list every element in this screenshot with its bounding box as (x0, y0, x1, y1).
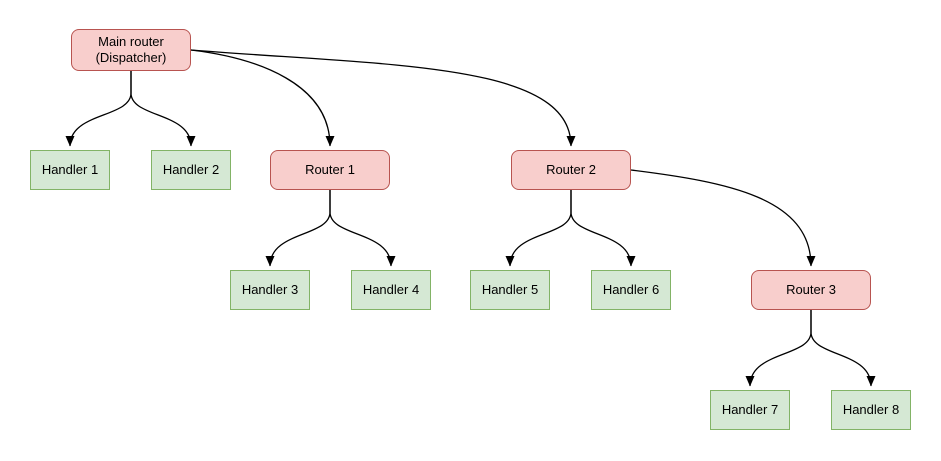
node-router-3[interactable]: Router 3 (751, 270, 871, 310)
node-router-2-label: Router 2 (546, 162, 596, 177)
node-handler-6[interactable]: Handler 6 (591, 270, 671, 310)
node-handler-4-label: Handler 4 (362, 282, 420, 297)
edge-router-3-to-handler-7 (745, 310, 812, 387)
edge-router-3-to-handler-8 (810, 310, 876, 387)
node-router-3-label: Router 3 (786, 282, 836, 297)
edge-main-router-to-handler-1 (65, 71, 132, 147)
node-handler-2-label: Handler 2 (162, 162, 220, 177)
edge-main-router-to-router-2 (190, 49, 576, 147)
edge-router-1-to-handler-3 (265, 190, 331, 267)
node-handler-6-label: Handler 6 (602, 282, 660, 297)
node-handler-8[interactable]: Handler 8 (831, 390, 911, 430)
node-handler-2[interactable]: Handler 2 (151, 150, 231, 190)
node-handler-8-label: Handler 8 (842, 402, 900, 417)
node-handler-7[interactable]: Handler 7 (710, 390, 790, 430)
node-handler-3[interactable]: Handler 3 (230, 270, 310, 310)
node-router-1-label: Router 1 (305, 162, 355, 177)
edge-router-1-to-handler-4 (329, 190, 396, 267)
node-handler-1[interactable]: Handler 1 (30, 150, 110, 190)
node-handler-3-label: Handler 3 (241, 282, 299, 297)
edge-router-2-to-handler-6 (570, 190, 636, 267)
edge-router-2-to-handler-5 (505, 190, 572, 267)
node-handler-1-label: Handler 1 (41, 162, 99, 177)
edge-main-router-to-router-1 (190, 49, 335, 147)
node-main-router[interactable]: Main router (Dispatcher) (71, 29, 191, 71)
node-router-2[interactable]: Router 2 (511, 150, 631, 190)
node-handler-4[interactable]: Handler 4 (351, 270, 431, 310)
node-handler-7-label: Handler 7 (721, 402, 779, 417)
edge-router-2-to-router-3 (630, 169, 816, 267)
node-handler-5[interactable]: Handler 5 (470, 270, 550, 310)
node-main-router-label: Main router (Dispatcher) (95, 34, 167, 65)
edge-main-router-to-handler-2 (130, 71, 196, 147)
node-router-1[interactable]: Router 1 (270, 150, 390, 190)
node-handler-5-label: Handler 5 (481, 282, 539, 297)
